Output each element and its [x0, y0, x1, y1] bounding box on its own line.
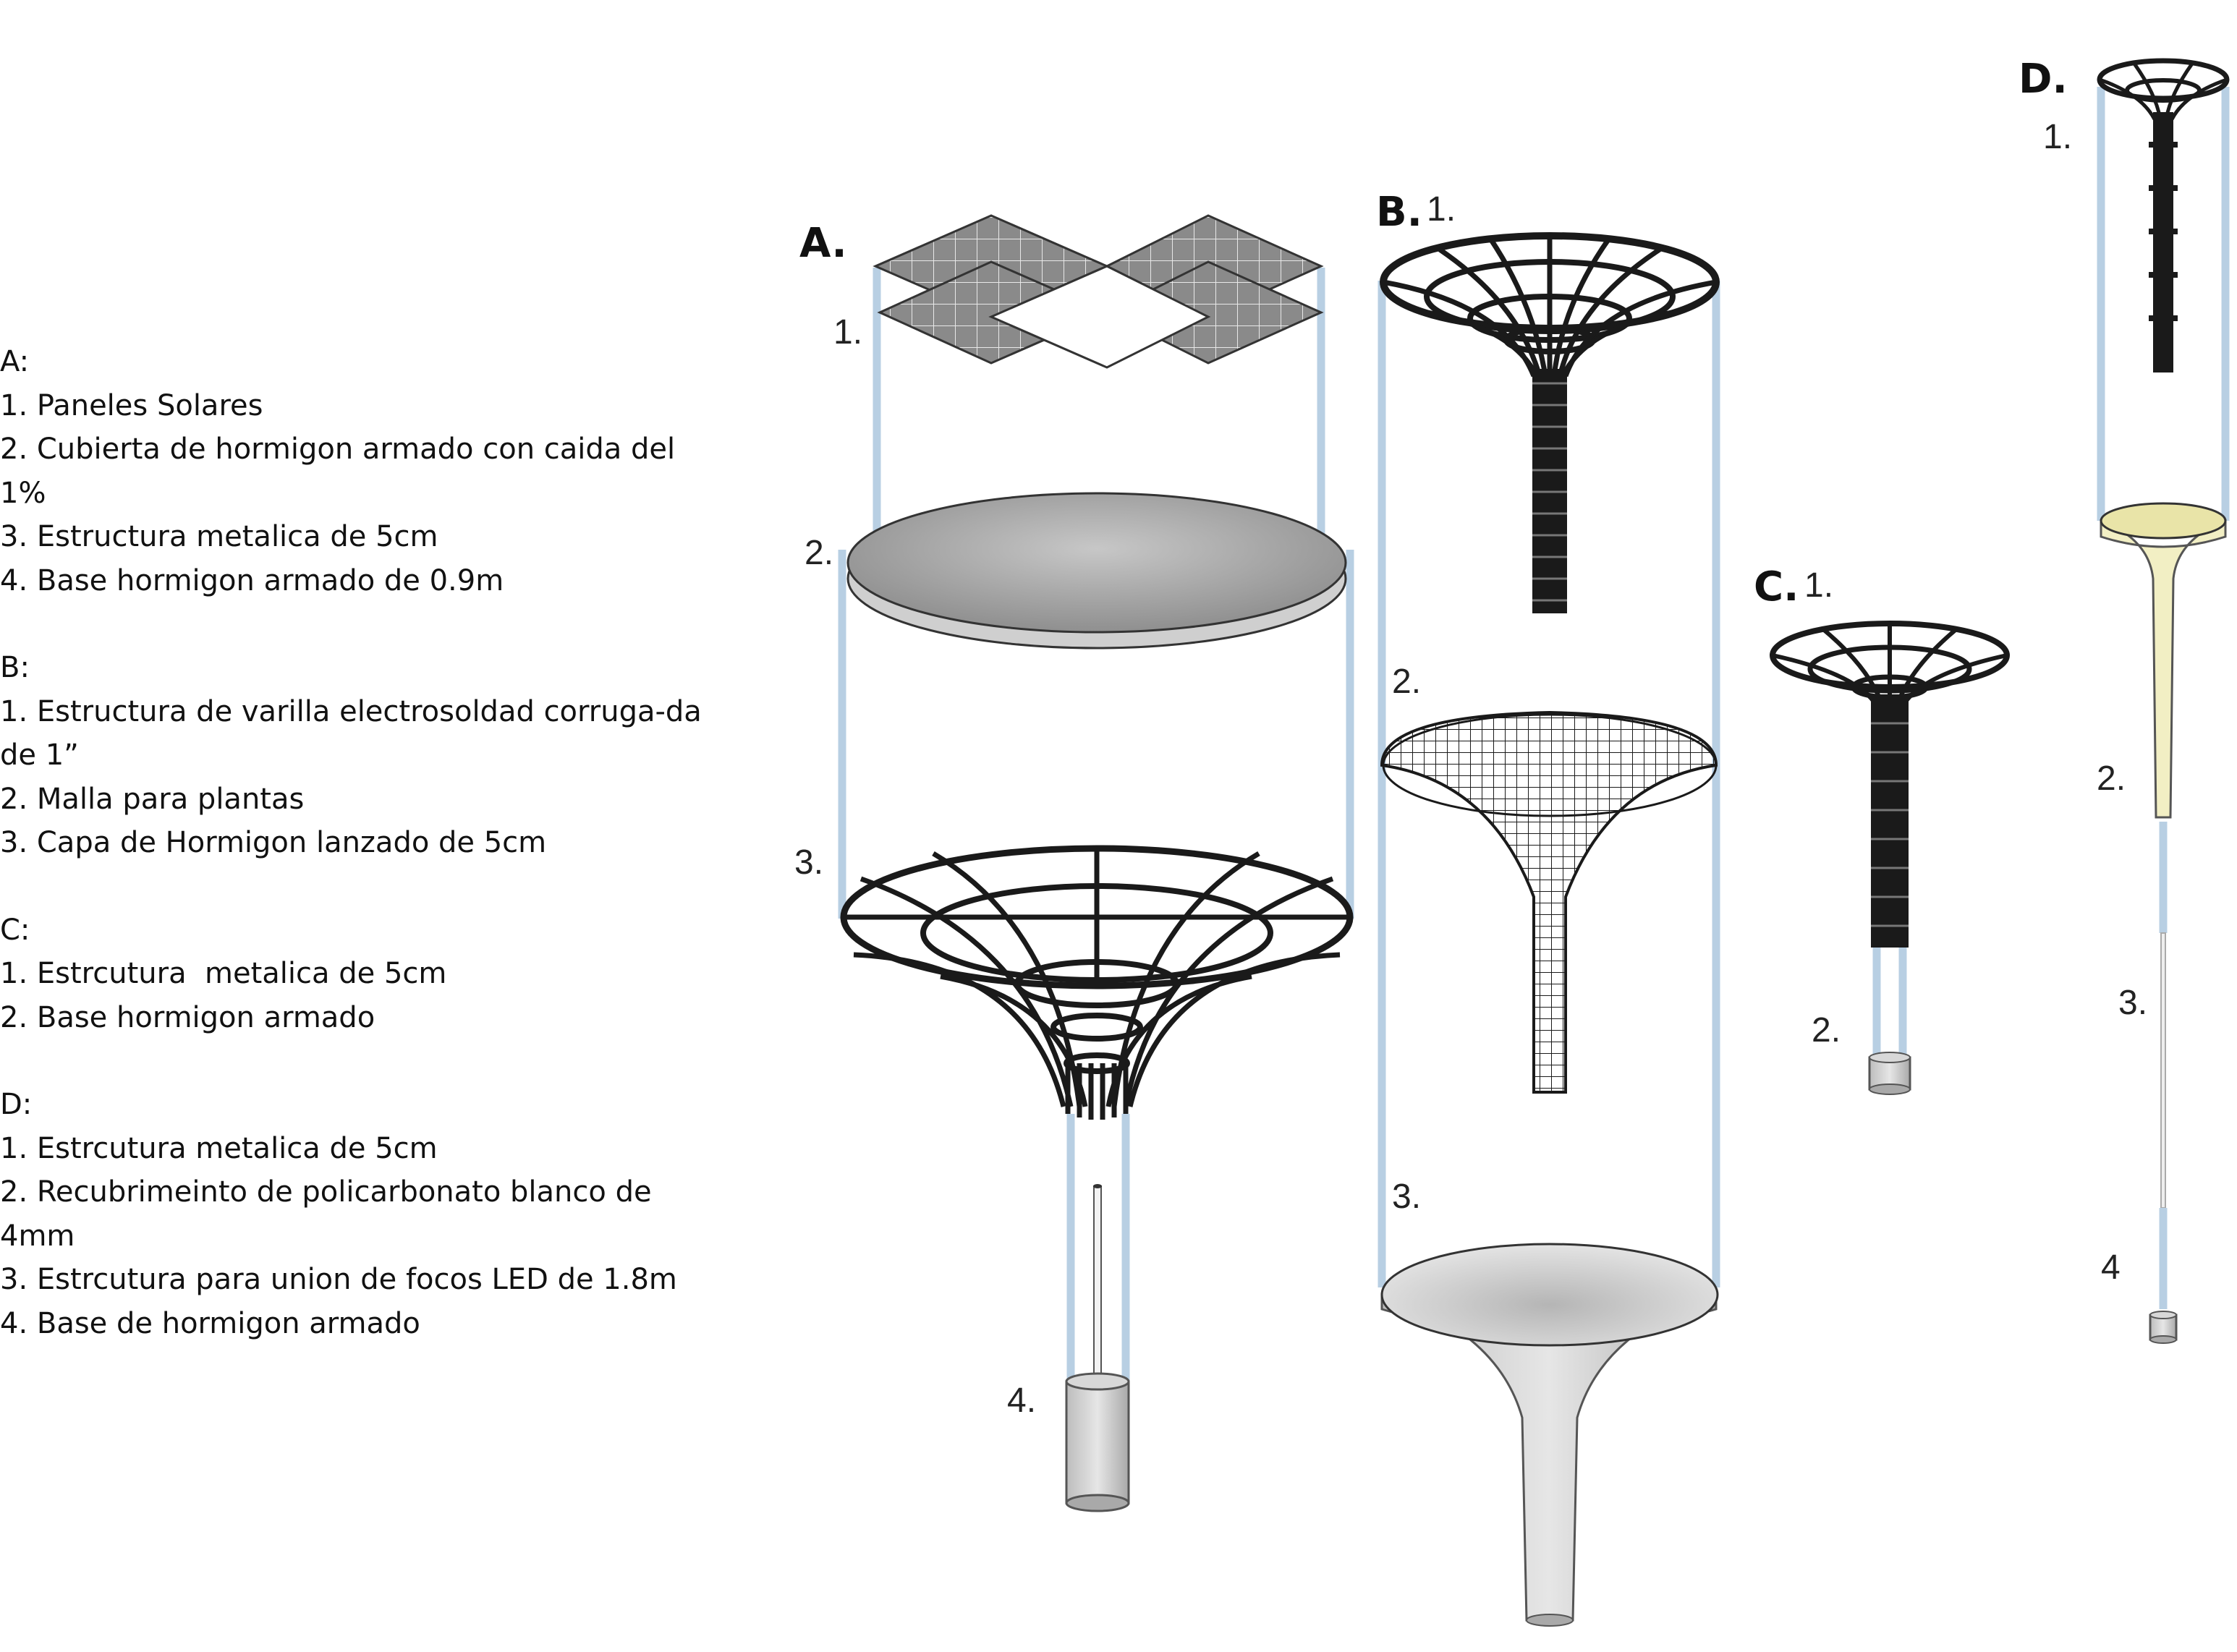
legend-item: 3. Estructura metalica de 5cm [0, 520, 438, 553]
legend: A: 1. Paneles Solares 2. Cubierta de hor… [0, 340, 709, 1389]
assembly-b: B. 1. 2. 3. [1376, 189, 1720, 1627]
legend-item: 4. Base hormigon armado de 0.9m [0, 563, 504, 597]
concrete-slab [846, 492, 1347, 650]
legend-group-c: C: 1. Estrcutura metalica de 5cm 2. Base… [0, 908, 709, 1040]
legend-group-d: D: 1. Estrcutura metalica de 5cm 2. Recu… [0, 1083, 709, 1345]
label-b-2: 2. [1392, 663, 1421, 701]
polycarbonate-cover [2100, 502, 2227, 819]
legend-item: 2. Recubrimeinto de policarbonato blanco… [0, 1175, 661, 1253]
label-a-1: 1. [833, 313, 862, 352]
legend-title-b: B: [0, 651, 30, 684]
heading-b: B. [1376, 189, 1422, 236]
legend-item: 2. Cubierta de hormigon armado con caida… [0, 433, 684, 510]
label-d-2: 2. [2097, 759, 2126, 798]
concrete-base-a [1065, 1372, 1130, 1512]
metal-frame-c [1770, 621, 2010, 948]
inner-rod-cap [1093, 1184, 1102, 1188]
plant-mesh [1380, 710, 1718, 1094]
heading-d: D. [2019, 56, 2068, 103]
led-union-rod [2160, 932, 2166, 1209]
label-d-3: 3. [2118, 984, 2147, 1022]
label-c-2: 2. [1812, 1011, 1841, 1049]
legend-group-b: B: 1. Estructura de varilla electrosolda… [0, 646, 709, 865]
assembly-c: C. 1. 2. [1754, 563, 2010, 1095]
label-b-3: 3. [1392, 1178, 1421, 1216]
label-d-4: 4 [2101, 1248, 2121, 1287]
legend-item: 4. Base de hormigon armado [0, 1306, 420, 1340]
metal-frame-d [2097, 58, 2230, 372]
label-a-2: 2. [805, 534, 833, 572]
label-a-3: 3. [794, 843, 823, 882]
legend-item: 3. Capa de Hormigon lanzado de 5cm [0, 826, 547, 859]
legend-item: 2. Base hormigon armado [0, 1000, 375, 1034]
legend-item: 2. Malla para plantas [0, 782, 305, 816]
legend-title-d: D: [0, 1088, 33, 1121]
heading-c: C. [1754, 563, 1799, 610]
metal-frame-a [840, 845, 1354, 1120]
solar-panels [873, 214, 1324, 369]
legend-title-c: C: [0, 913, 30, 947]
label-b-1: 1. [1427, 190, 1456, 229]
legend-item: 3. Estrcutura para union de focos LED de… [0, 1263, 677, 1296]
legend-item: 1. Estructura de varilla electrosoldad c… [0, 694, 711, 772]
legend-group-a: A: 1. Paneles Solares 2. Cubierta de hor… [0, 340, 709, 603]
assembly-d: D. 1. 2. 3. 4 [2019, 56, 2230, 1344]
legend-title-a: A: [0, 345, 30, 378]
inner-rod [1093, 1185, 1102, 1389]
shotcrete-shell [1380, 1243, 1719, 1627]
rebar-frame-b [1380, 232, 1720, 613]
legend-item: 1. Estrcutura metalica de 5cm [0, 1131, 438, 1165]
heading-a: A. [799, 220, 847, 267]
concrete-base-d [2149, 1311, 2178, 1344]
label-a-4: 4. [1007, 1381, 1036, 1420]
label-d-1: 1. [2043, 118, 2072, 156]
legend-item: 1. Paneles Solares [0, 388, 263, 422]
legend-item: 1. Estrcutura metalica de 5cm [0, 957, 447, 990]
label-c-1: 1. [1804, 566, 1833, 605]
concrete-base-c [1868, 1052, 1911, 1095]
assembly-a: A. 1. 2. [794, 214, 1354, 1512]
